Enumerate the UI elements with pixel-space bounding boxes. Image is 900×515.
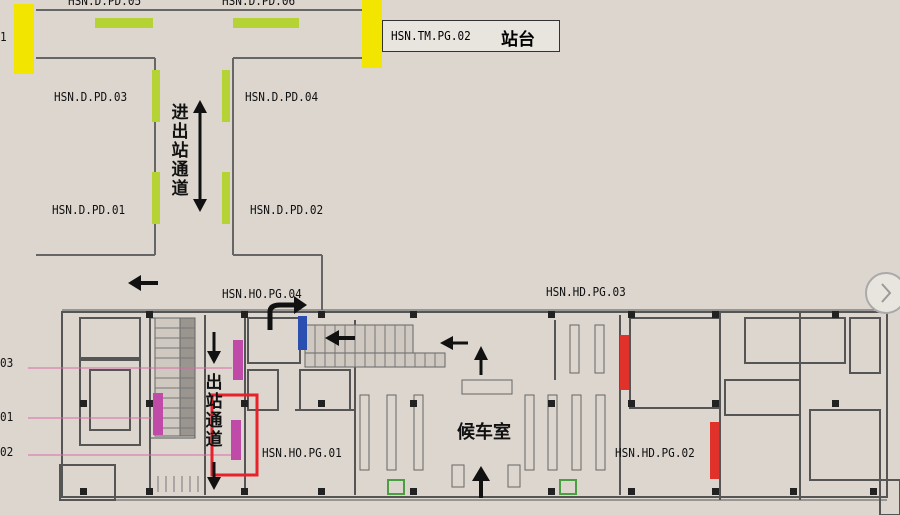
label-left-03: 03 xyxy=(0,356,14,370)
label-pd02: HSN.D.PD.02 xyxy=(250,203,324,217)
exit-corridor-label: 出站通道 xyxy=(205,373,223,450)
highlight-box[interactable] xyxy=(210,393,259,477)
pink-leader-lines xyxy=(28,367,232,456)
label-pd03: HSN.D.PD.03 xyxy=(54,90,128,104)
label-ho01: HSN.HO.PG.01 xyxy=(262,446,342,460)
building-walls xyxy=(59,309,900,515)
green-markers xyxy=(95,18,299,224)
label-left-02: 02 xyxy=(0,445,14,459)
platform-title: 站台 xyxy=(501,30,535,50)
label-hd02: HSN.HD.PG.02 xyxy=(615,446,695,460)
label-pd05: HSN.D.PD.05 xyxy=(68,0,142,8)
platform-code: HSN.TM.PG.02 xyxy=(391,29,471,43)
label-pd04: HSN.D.PD.04 xyxy=(245,90,319,104)
corridor-label: 进出站通道 xyxy=(171,103,189,199)
seat-icon xyxy=(359,324,606,488)
waiting-room-label: 候车室 xyxy=(457,422,511,443)
label-ho04: HSN.HO.PG.04 xyxy=(222,287,302,301)
platform-box: HSN.TM.PG.02 站台 xyxy=(382,20,560,52)
yellow-markers xyxy=(14,0,382,74)
columns xyxy=(80,311,877,495)
label-left-1: 1 xyxy=(0,30,7,44)
red-markers xyxy=(620,335,719,479)
nav-circle[interactable] xyxy=(865,272,900,314)
label-pd06: HSN.D.PD.06 xyxy=(222,0,296,8)
label-left-01: 01 xyxy=(0,410,14,424)
label-hd03: HSN.HD.PG.03 xyxy=(546,285,626,299)
label-pd01: HSN.D.PD.01 xyxy=(52,203,126,217)
tv-icon xyxy=(387,479,577,495)
magenta-markers xyxy=(153,340,243,460)
up-down-arrow-icon xyxy=(193,100,207,212)
blue-marker xyxy=(298,316,307,350)
chevron-right-icon[interactable] xyxy=(881,283,892,303)
arrow-icon xyxy=(128,275,490,498)
stair-treads xyxy=(155,325,436,492)
